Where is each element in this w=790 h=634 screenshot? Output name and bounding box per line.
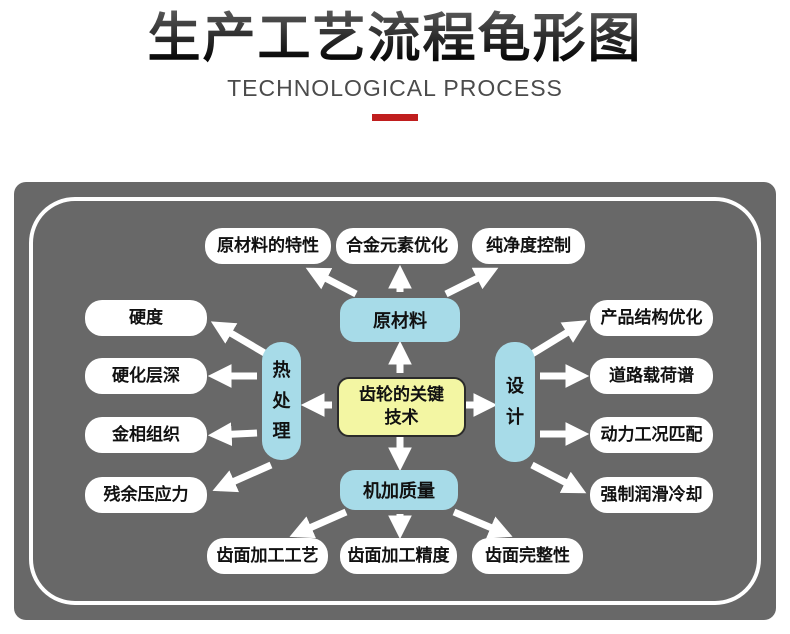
arrow-machining-to-process [289,508,348,539]
arrow-rawmaterial-to-top3 [444,267,499,298]
page-title: 生产工艺流程龟形图 [0,8,790,70]
arrow-design-to-lubrication [530,461,587,494]
factor-tooth-surface-machining-process: 齿面加工工艺 [207,538,328,574]
page-header: 生产工艺流程龟形图 TECHNOLOGICAL PROCESS [0,8,790,121]
arrow-heat-to-metallography [207,422,258,447]
arrow-rawmaterial-to-top1 [305,267,358,298]
arrow-heat-to-hardness [210,321,270,359]
arrow-machining-to-integrity [452,508,513,539]
factor-hardness: 硬度 [85,300,207,336]
center-label-line1: 齿轮的关键 [359,385,444,405]
node-design-label: 设计 [506,376,524,427]
factor-power-condition-matching: 动力工况匹配 [590,417,713,453]
factor-alloy-element-optimization: 合金元素优化 [336,228,458,264]
factor-road-load-spectrum: 道路载荷谱 [590,358,713,394]
factor-hardened-layer-depth: 硬化层深 [85,358,207,394]
node-design: 设计 [495,342,535,462]
node-machining-quality: 机加质量 [340,470,458,510]
node-raw-material: 原材料 [340,298,460,342]
factor-product-structure-optimization: 产品结构优化 [590,300,713,336]
arrow-design-to-structure [530,320,588,357]
center-label-line2: 技术 [384,408,419,427]
diagram-panel: 原材料的特性 合金元素优化 纯净度控制 硬度 硬化层深 金相组织 残余压应力 产… [14,182,776,620]
factor-tooth-surface-integrity: 齿面完整性 [472,538,583,574]
factor-metallographic-structure: 金相组织 [85,417,207,453]
factor-residual-compressive-stress: 残余压应力 [85,477,207,513]
page-subtitle: TECHNOLOGICAL PROCESS [227,75,563,101]
node-gear-key-technology: 齿轮的关键 技术 [337,377,466,437]
arrows-layer [207,264,590,540]
factor-tooth-surface-machining-precision: 齿面加工精度 [340,538,457,574]
node-heat-treatment-label: 热处理 [272,360,291,442]
arrow-heat-to-residualstress [212,461,273,493]
factor-forced-lubrication-cooling: 强制润滑冷却 [590,477,713,513]
factor-raw-material-characteristics: 原材料的特性 [205,228,331,264]
factor-purity-control: 纯净度控制 [472,228,585,264]
node-heat-treatment: 热处理 [262,342,301,460]
accent-divider [372,114,418,121]
